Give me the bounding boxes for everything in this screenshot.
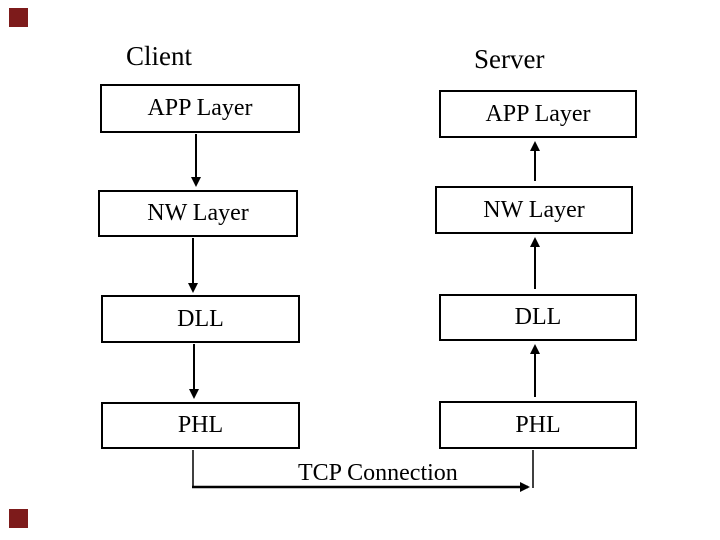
server-box-phl: PHL [439,401,637,449]
client-column-title: Client [126,41,192,71]
layer-label: DLL [177,305,224,332]
layer-label: APP Layer [147,95,253,121]
client-box-phl: PHL [101,402,300,449]
server-box-dll: DLL [439,294,637,341]
client-box-nw-layer: NW Layer [98,190,298,237]
layer-label: APP Layer [485,100,591,127]
server-column-title: Server [474,44,545,74]
tcp-connection-label: TCP Connection [298,460,458,486]
layer-label: PHL [515,411,561,438]
layer-label: PHL [177,412,224,438]
server-box-app-layer: APP Layer [439,90,637,138]
corner-square-decoration-bottom [9,509,28,528]
layer-label: NW Layer [147,200,249,226]
layer-label: NW Layer [483,196,585,223]
corner-square-decoration-top [9,8,28,27]
layer-label: DLL [514,304,562,330]
server-box-nw-layer: NW Layer [435,186,633,234]
client-box-dll: DLL [101,295,300,343]
client-box-app-layer: APP Layer [100,84,300,133]
